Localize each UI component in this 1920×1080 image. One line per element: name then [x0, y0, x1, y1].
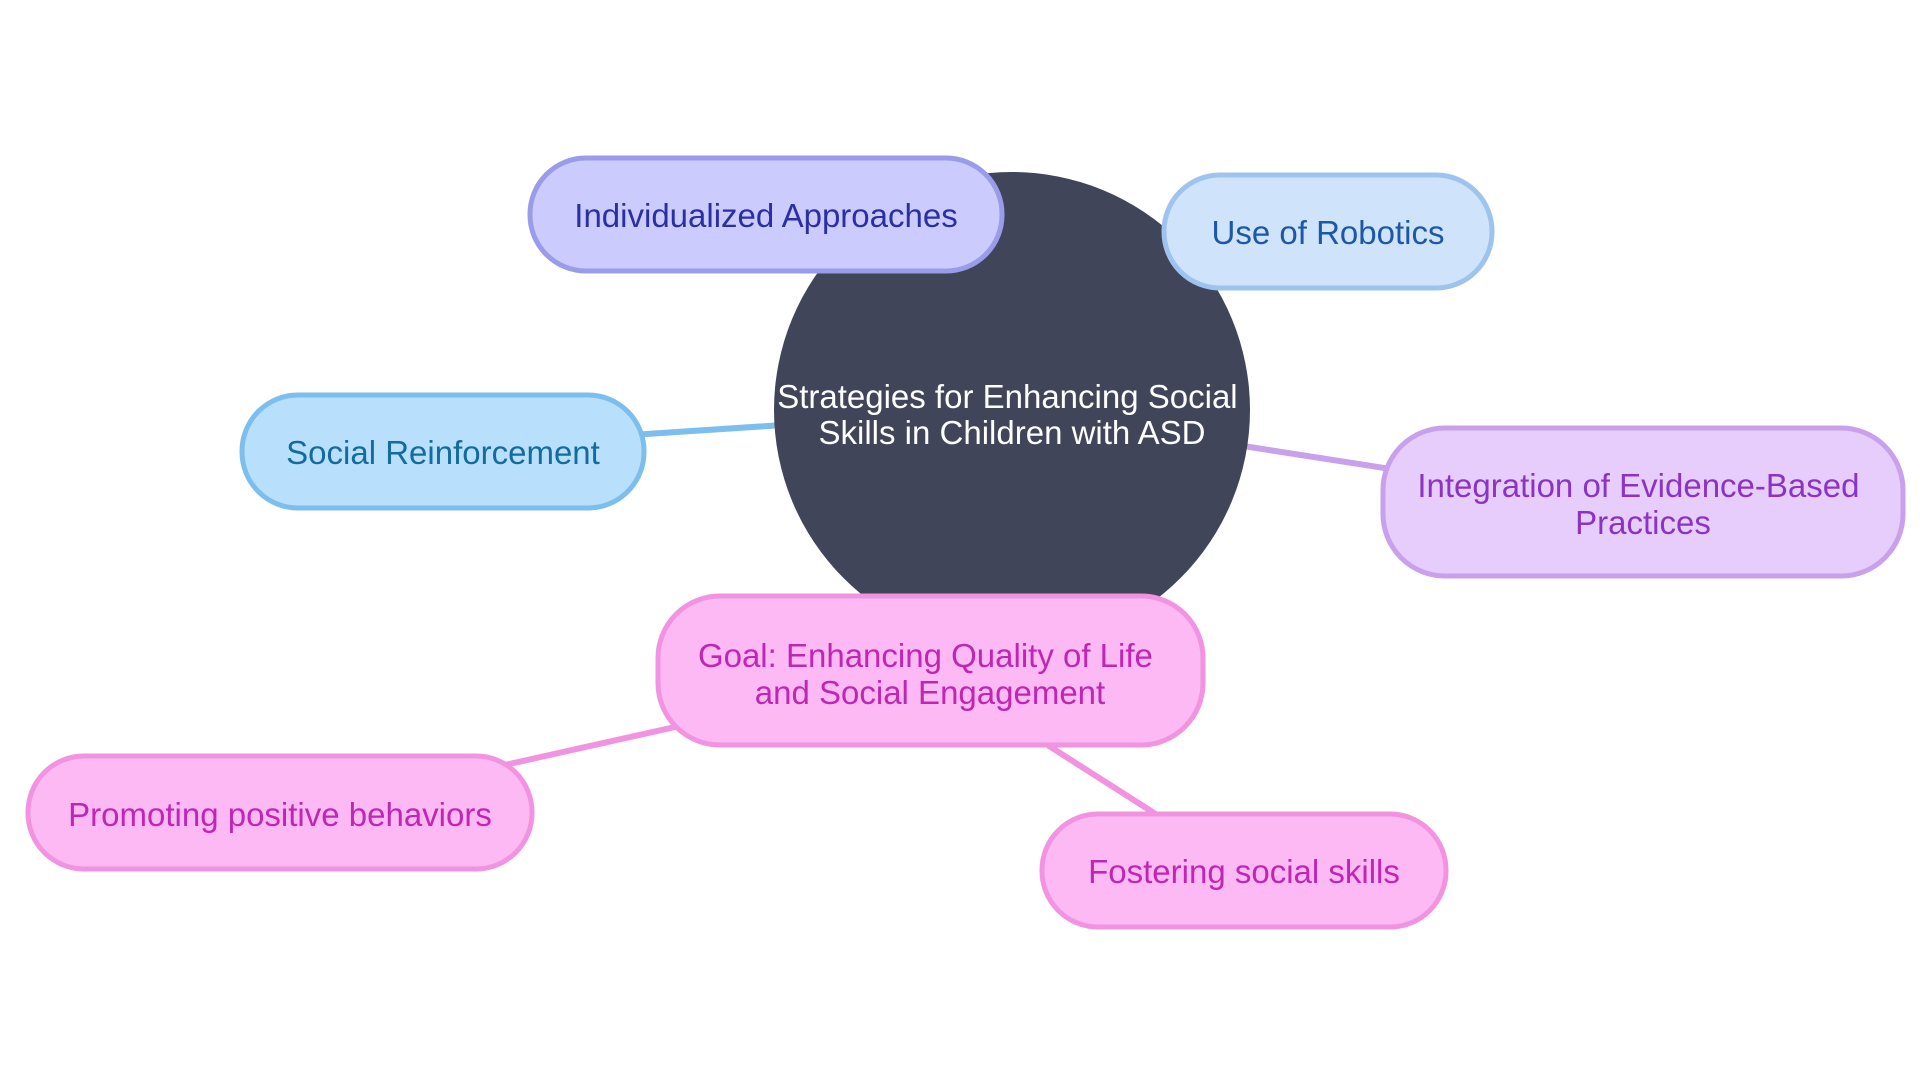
node-fostering-social-skills-shape	[1039, 811, 1449, 930]
node-goal-quality-of-life-line-1: Goal: Enhancing Quality of Life	[698, 637, 1153, 674]
node-promoting-positive-behaviors-label: Promoting positive behaviors	[68, 796, 492, 833]
node-integration-evidence-based-label: Integration of Evidence-Based Practices	[1417, 467, 1868, 541]
node-fostering-social-skills[interactable]: Fostering social skills	[1039, 811, 1449, 930]
node-fostering-social-skills-label: Fostering social skills	[1088, 853, 1400, 890]
node-goal-quality-of-life-line-2: and Social Engagement	[755, 674, 1105, 711]
node-social-reinforcement-label: Social Reinforcement	[286, 434, 600, 471]
node-social-reinforcement[interactable]: Social Reinforcement	[239, 392, 647, 511]
root-label-line-1: Strategies for Enhancing Social	[777, 378, 1237, 415]
root-label-line-2: Skills in Children with ASD	[819, 414, 1206, 451]
node-promoting-positive-behaviors-line-1: Promoting positive behaviors	[68, 796, 492, 833]
node-individualized-approaches-line-1: Individualized Approaches	[574, 197, 957, 234]
node-goal-quality-of-life-label: Goal: Enhancing Quality of Life and Soci…	[698, 637, 1162, 711]
node-goal-quality-of-life-shape	[655, 593, 1206, 748]
node-goal-quality-of-life[interactable]: Goal: Enhancing Quality of Life and Soci…	[655, 593, 1206, 748]
node-integration-evidence-based-line-1: Integration of Evidence-Based	[1417, 467, 1859, 504]
node-individualized-approaches-shape	[527, 155, 1005, 274]
root-node[interactable]: Strategies for Enhancing Social Skills i…	[774, 172, 1250, 648]
node-promoting-positive-behaviors[interactable]: Promoting positive behaviors	[25, 753, 535, 872]
node-use-of-robotics-label: Use of Robotics	[1212, 214, 1445, 251]
node-integration-evidence-based[interactable]: Integration of Evidence-Based Practices	[1380, 425, 1906, 579]
node-use-of-robotics-line-1: Use of Robotics	[1212, 214, 1445, 251]
node-social-reinforcement-shape	[239, 392, 647, 511]
root-label: Strategies for Enhancing Social Skills i…	[777, 378, 1247, 451]
node-integration-evidence-based-shape	[1380, 425, 1906, 579]
node-fostering-social-skills-line-1: Fostering social skills	[1088, 853, 1400, 890]
node-social-reinforcement-line-1: Social Reinforcement	[286, 434, 600, 471]
node-individualized-approaches-label: Individualized Approaches	[574, 197, 957, 234]
node-use-of-robotics-shape	[1161, 172, 1495, 291]
node-promoting-positive-behaviors-shape	[25, 753, 535, 872]
node-individualized-approaches[interactable]: Individualized Approaches	[527, 155, 1005, 274]
node-integration-evidence-based-line-2: Practices	[1575, 504, 1711, 541]
root-circle	[774, 172, 1250, 648]
node-use-of-robotics[interactable]: Use of Robotics	[1161, 172, 1495, 291]
